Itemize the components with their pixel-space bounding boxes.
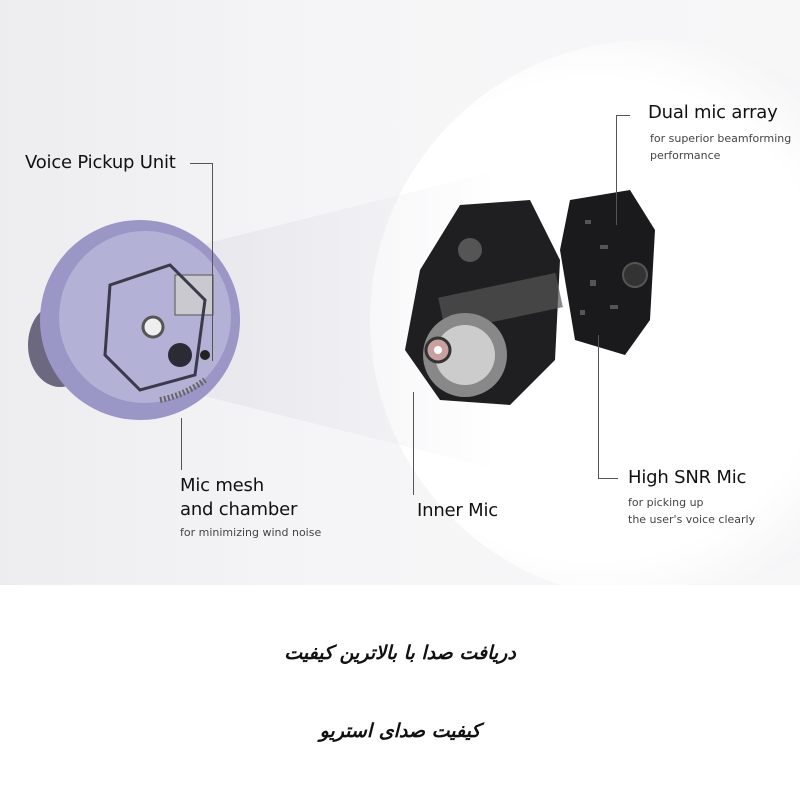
caption-line-1: دریافت صدا با بالاترین کیفیت — [284, 642, 516, 664]
high-snr-leader-horizontal — [598, 478, 618, 479]
dual-mic-leader-vertical — [616, 115, 617, 225]
high-snr-leader — [598, 335, 599, 479]
mic-mesh-desc: for minimizing wind noise — [180, 526, 322, 539]
dual-mic-label: Dual mic array — [648, 102, 778, 123]
driver-component-image — [405, 200, 563, 405]
mic-board-image — [560, 190, 655, 355]
dual-mic-desc-1: for superior beamforming — [650, 132, 792, 145]
voice-pickup-label: Voice Pickup Unit — [25, 152, 176, 173]
high-snr-desc-1: for picking up — [628, 496, 704, 509]
dual-mic-desc-2: performance — [650, 149, 721, 162]
dual-mic-leader — [616, 115, 630, 116]
mic-mesh-label-1: Mic mesh — [180, 475, 264, 496]
voice-pickup-leader-vertical — [212, 163, 213, 361]
mic-mesh-leader — [181, 418, 182, 470]
inner-mic-label: Inner Mic — [417, 500, 498, 521]
caption-line-2: کیفیت صدای استریو — [319, 720, 481, 742]
inner-mic-leader — [413, 392, 414, 495]
mic-mesh-label-2: and chamber — [180, 499, 298, 520]
earbud-image — [28, 220, 240, 420]
product-diagram: Voice Pickup Unit Dual mic array for sup… — [0, 0, 800, 585]
high-snr-label: High SNR Mic — [628, 467, 747, 488]
high-snr-desc-2: the user's voice clearly — [628, 513, 756, 526]
voice-pickup-leader — [190, 163, 213, 164]
